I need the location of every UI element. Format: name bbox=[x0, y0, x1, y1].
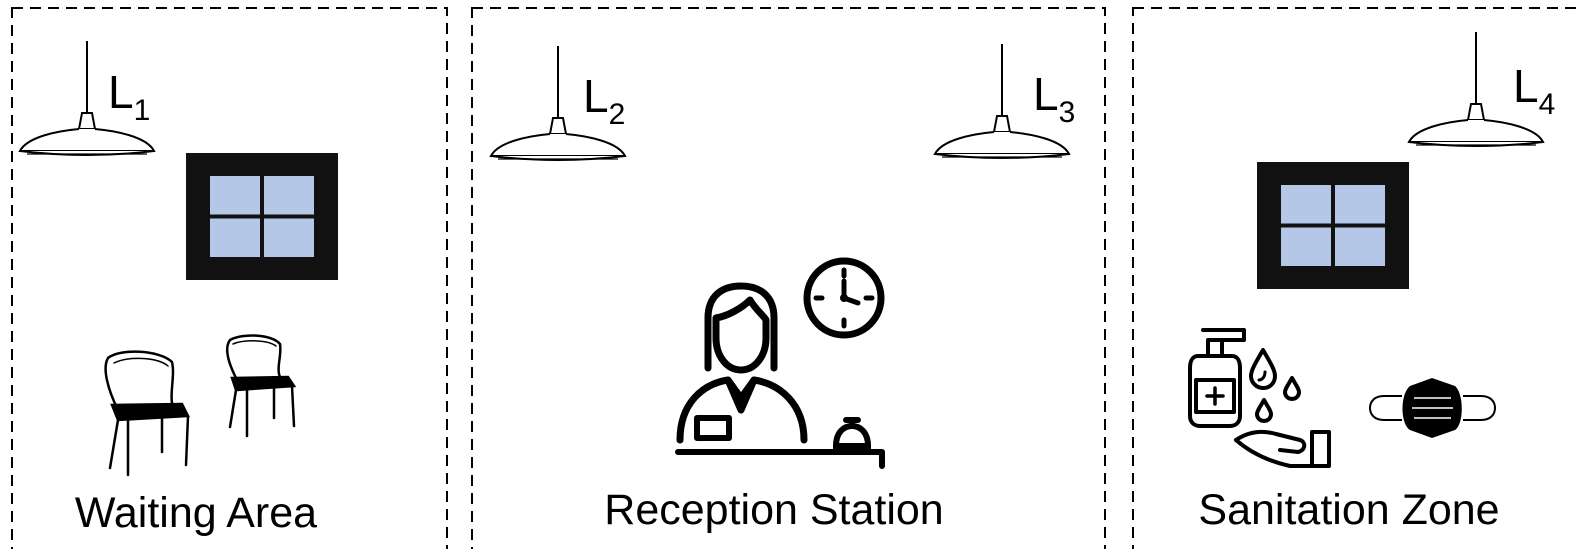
hand-sanitizer-icon bbox=[1190, 330, 1329, 466]
window-icon bbox=[1257, 162, 1409, 289]
zone-border bbox=[472, 8, 1105, 549]
receptionist-icon bbox=[678, 286, 882, 466]
lamp-label: L1 bbox=[108, 66, 150, 127]
window-icon bbox=[186, 153, 338, 280]
chair-icon bbox=[106, 352, 188, 475]
zone-sanitation-zone: L4 bbox=[1133, 8, 1578, 549]
zone-label: Reception Station bbox=[604, 486, 943, 534]
lamp-label: L3 bbox=[1033, 68, 1075, 129]
lamp-label: L4 bbox=[1513, 60, 1555, 121]
clock-icon bbox=[807, 261, 881, 335]
lamp-label: L2 bbox=[583, 70, 625, 131]
zone-label: Waiting Area bbox=[75, 489, 317, 537]
zone-reception-station: L2 L3 bbox=[472, 8, 1105, 549]
chair-icon bbox=[227, 335, 294, 436]
service-bell-icon bbox=[836, 420, 868, 446]
zone-label: Sanitation Zone bbox=[1198, 486, 1499, 534]
zone-waiting-area: L1 Waiting Area bbox=[12, 8, 447, 549]
face-mask-icon bbox=[1370, 378, 1495, 438]
